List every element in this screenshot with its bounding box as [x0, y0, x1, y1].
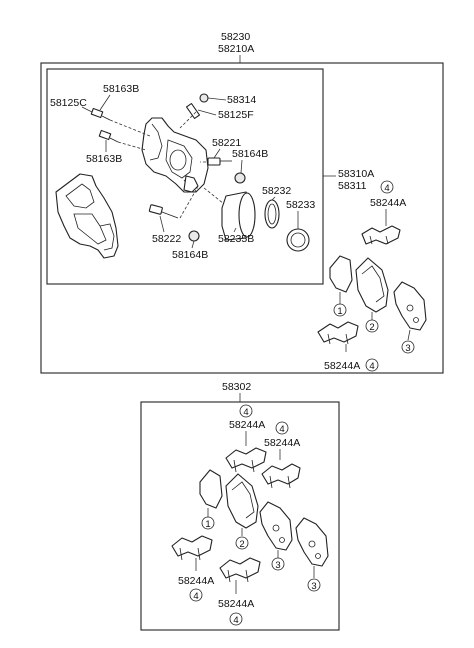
- caliper-bracket: [55, 173, 119, 259]
- callout-number: 4: [369, 361, 374, 372]
- callout-number: 3: [405, 343, 410, 354]
- leader-line: [407, 329, 411, 341]
- callout-number: 3: [275, 560, 280, 571]
- callout-circle: [239, 404, 253, 418]
- caliper-body-subframe: [46, 68, 324, 285]
- leader-line: [191, 240, 195, 249]
- label-58233: 58233: [286, 199, 315, 211]
- callout-number: 4: [384, 183, 389, 194]
- label-58311: 58311: [338, 180, 367, 192]
- leader-line: [240, 159, 243, 174]
- brake-pad-inner: [225, 473, 259, 529]
- brake-pad-outer: [295, 517, 329, 567]
- label-58222: 58222: [152, 233, 181, 245]
- part-number-58302: 58302: [222, 381, 251, 393]
- label-58163B-bottom: 58163B: [86, 153, 122, 165]
- callout-number: 4: [233, 615, 238, 626]
- pad-kit-frame: [140, 401, 340, 631]
- leader-line: [233, 227, 237, 233]
- piston-boot: [286, 228, 310, 252]
- callout-number: 4: [193, 591, 198, 602]
- leader-line: [213, 148, 221, 159]
- leader-line: [159, 215, 165, 233]
- explode-line: [203, 187, 225, 205]
- callout-circle: [365, 319, 379, 333]
- pad-shim: [199, 469, 223, 509]
- label-58314: 58314: [227, 94, 256, 106]
- part-number-58210A: 58210A: [218, 43, 254, 55]
- callout-circle: [229, 612, 243, 626]
- explode-line: [179, 189, 197, 219]
- callout-number: 4: [243, 407, 248, 418]
- brake-pad-inner: [355, 257, 389, 313]
- leader-line: [207, 97, 227, 101]
- label-58221: 58221: [212, 137, 241, 149]
- guide-pin-bolt-upper: [90, 107, 111, 121]
- label-58244A-b: 58244A: [264, 437, 300, 449]
- guide-pin-upper: [207, 157, 246, 184]
- leader-line: [99, 94, 111, 111]
- callout-circle: [271, 557, 285, 571]
- callout-circle: [235, 536, 249, 550]
- leader-line: [271, 196, 276, 201]
- callout-circle: [275, 421, 289, 435]
- caliper-housing: [141, 117, 209, 193]
- callout-circle: [307, 578, 321, 592]
- label-58244A-lower: 58244A: [324, 360, 360, 372]
- brake-pad-outer: [393, 281, 427, 331]
- label-58232: 58232: [262, 185, 291, 197]
- callout-circle: [189, 588, 203, 602]
- callout-number: 4: [279, 424, 284, 435]
- label-58244A-a: 58244A: [229, 419, 265, 431]
- label-58164B-top: 58164B: [232, 148, 268, 160]
- bleeder-screw: [185, 93, 209, 120]
- callout-circle: [380, 180, 394, 194]
- anti-rattle-clip: [361, 225, 401, 245]
- callout-number: 2: [239, 539, 244, 550]
- anti-rattle-clip: [225, 447, 267, 473]
- pad-shim: [329, 255, 353, 293]
- part-number-58230: 58230: [221, 31, 250, 43]
- guide-pin-bolt-lower: [98, 129, 119, 143]
- label-58163B-top: 58163B: [103, 83, 139, 95]
- piston: [221, 191, 256, 241]
- anti-rattle-clip: [219, 557, 261, 583]
- label-58125C: 58125C: [50, 97, 87, 109]
- callout-number: 1: [205, 519, 210, 530]
- callout-circle: [333, 303, 347, 317]
- anti-rattle-clip: [317, 321, 359, 345]
- piston-seal: [264, 199, 280, 229]
- leader-line: [197, 109, 217, 116]
- label-58244A-c: 58244A: [178, 575, 214, 587]
- callout-circle: [365, 358, 379, 372]
- callout-number: 2: [369, 322, 374, 333]
- label-58244A-upper: 58244A: [370, 197, 406, 209]
- explode-line: [109, 119, 151, 137]
- label-58244A-d: 58244A: [218, 598, 254, 610]
- callout-circle: [401, 340, 415, 354]
- anti-rattle-clip: [171, 535, 213, 561]
- label-58125F: 58125F: [218, 109, 254, 121]
- caliper-assembly-frame: [40, 62, 444, 374]
- label-58310A: 58310A: [338, 168, 374, 180]
- callout-number: 3: [311, 581, 316, 592]
- brake-pad-outer: [259, 501, 293, 551]
- anti-rattle-clip: [261, 463, 301, 489]
- callout-circle: [201, 516, 215, 530]
- label-58164B-bottom: 58164B: [172, 249, 208, 261]
- explode-line: [179, 111, 197, 129]
- leader-line: [81, 106, 93, 113]
- label-58235B: 58235B: [218, 233, 254, 245]
- callout-number: 1: [337, 306, 342, 317]
